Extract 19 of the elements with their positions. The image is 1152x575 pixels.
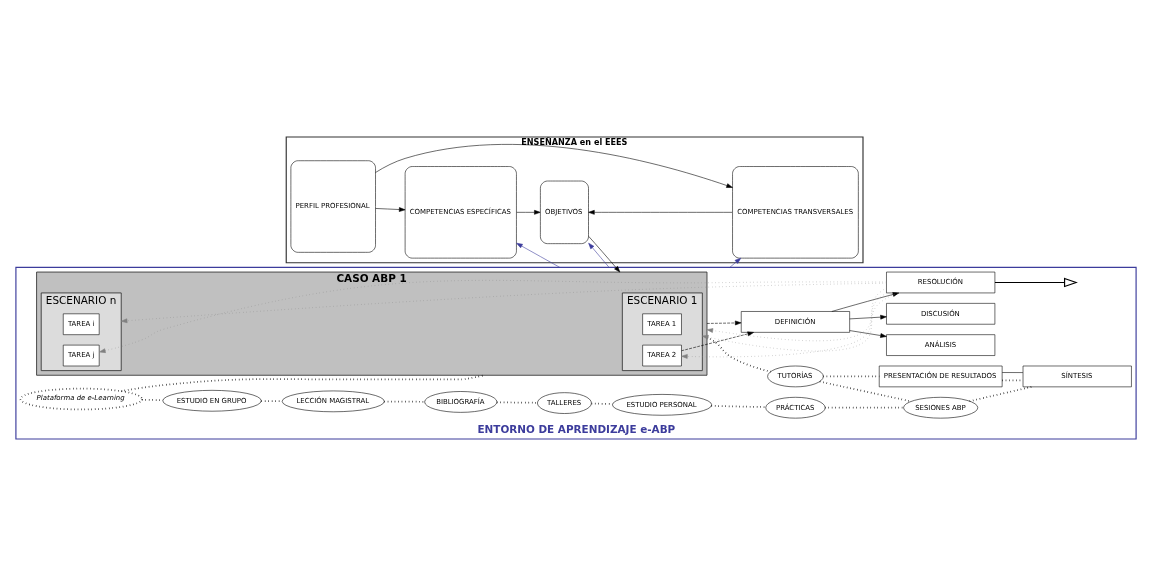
arrow — [706, 287, 887, 341]
arrow — [516, 209, 541, 215]
arrow — [729, 257, 741, 268]
arrow — [849, 329, 887, 338]
arrow — [588, 242, 610, 268]
arrow — [375, 143, 733, 188]
arrow — [588, 209, 733, 215]
arrow — [99, 279, 887, 353]
arrow — [588, 235, 621, 272]
arrow — [681, 331, 754, 351]
arrow — [375, 206, 406, 212]
arrow — [681, 292, 887, 359]
arrow — [702, 292, 899, 351]
arrow — [120, 282, 887, 323]
arrow — [831, 291, 900, 312]
arrow — [849, 314, 887, 319]
arrow — [706, 320, 742, 325]
arrow — [516, 242, 561, 268]
arrow — [994, 277, 1078, 287]
